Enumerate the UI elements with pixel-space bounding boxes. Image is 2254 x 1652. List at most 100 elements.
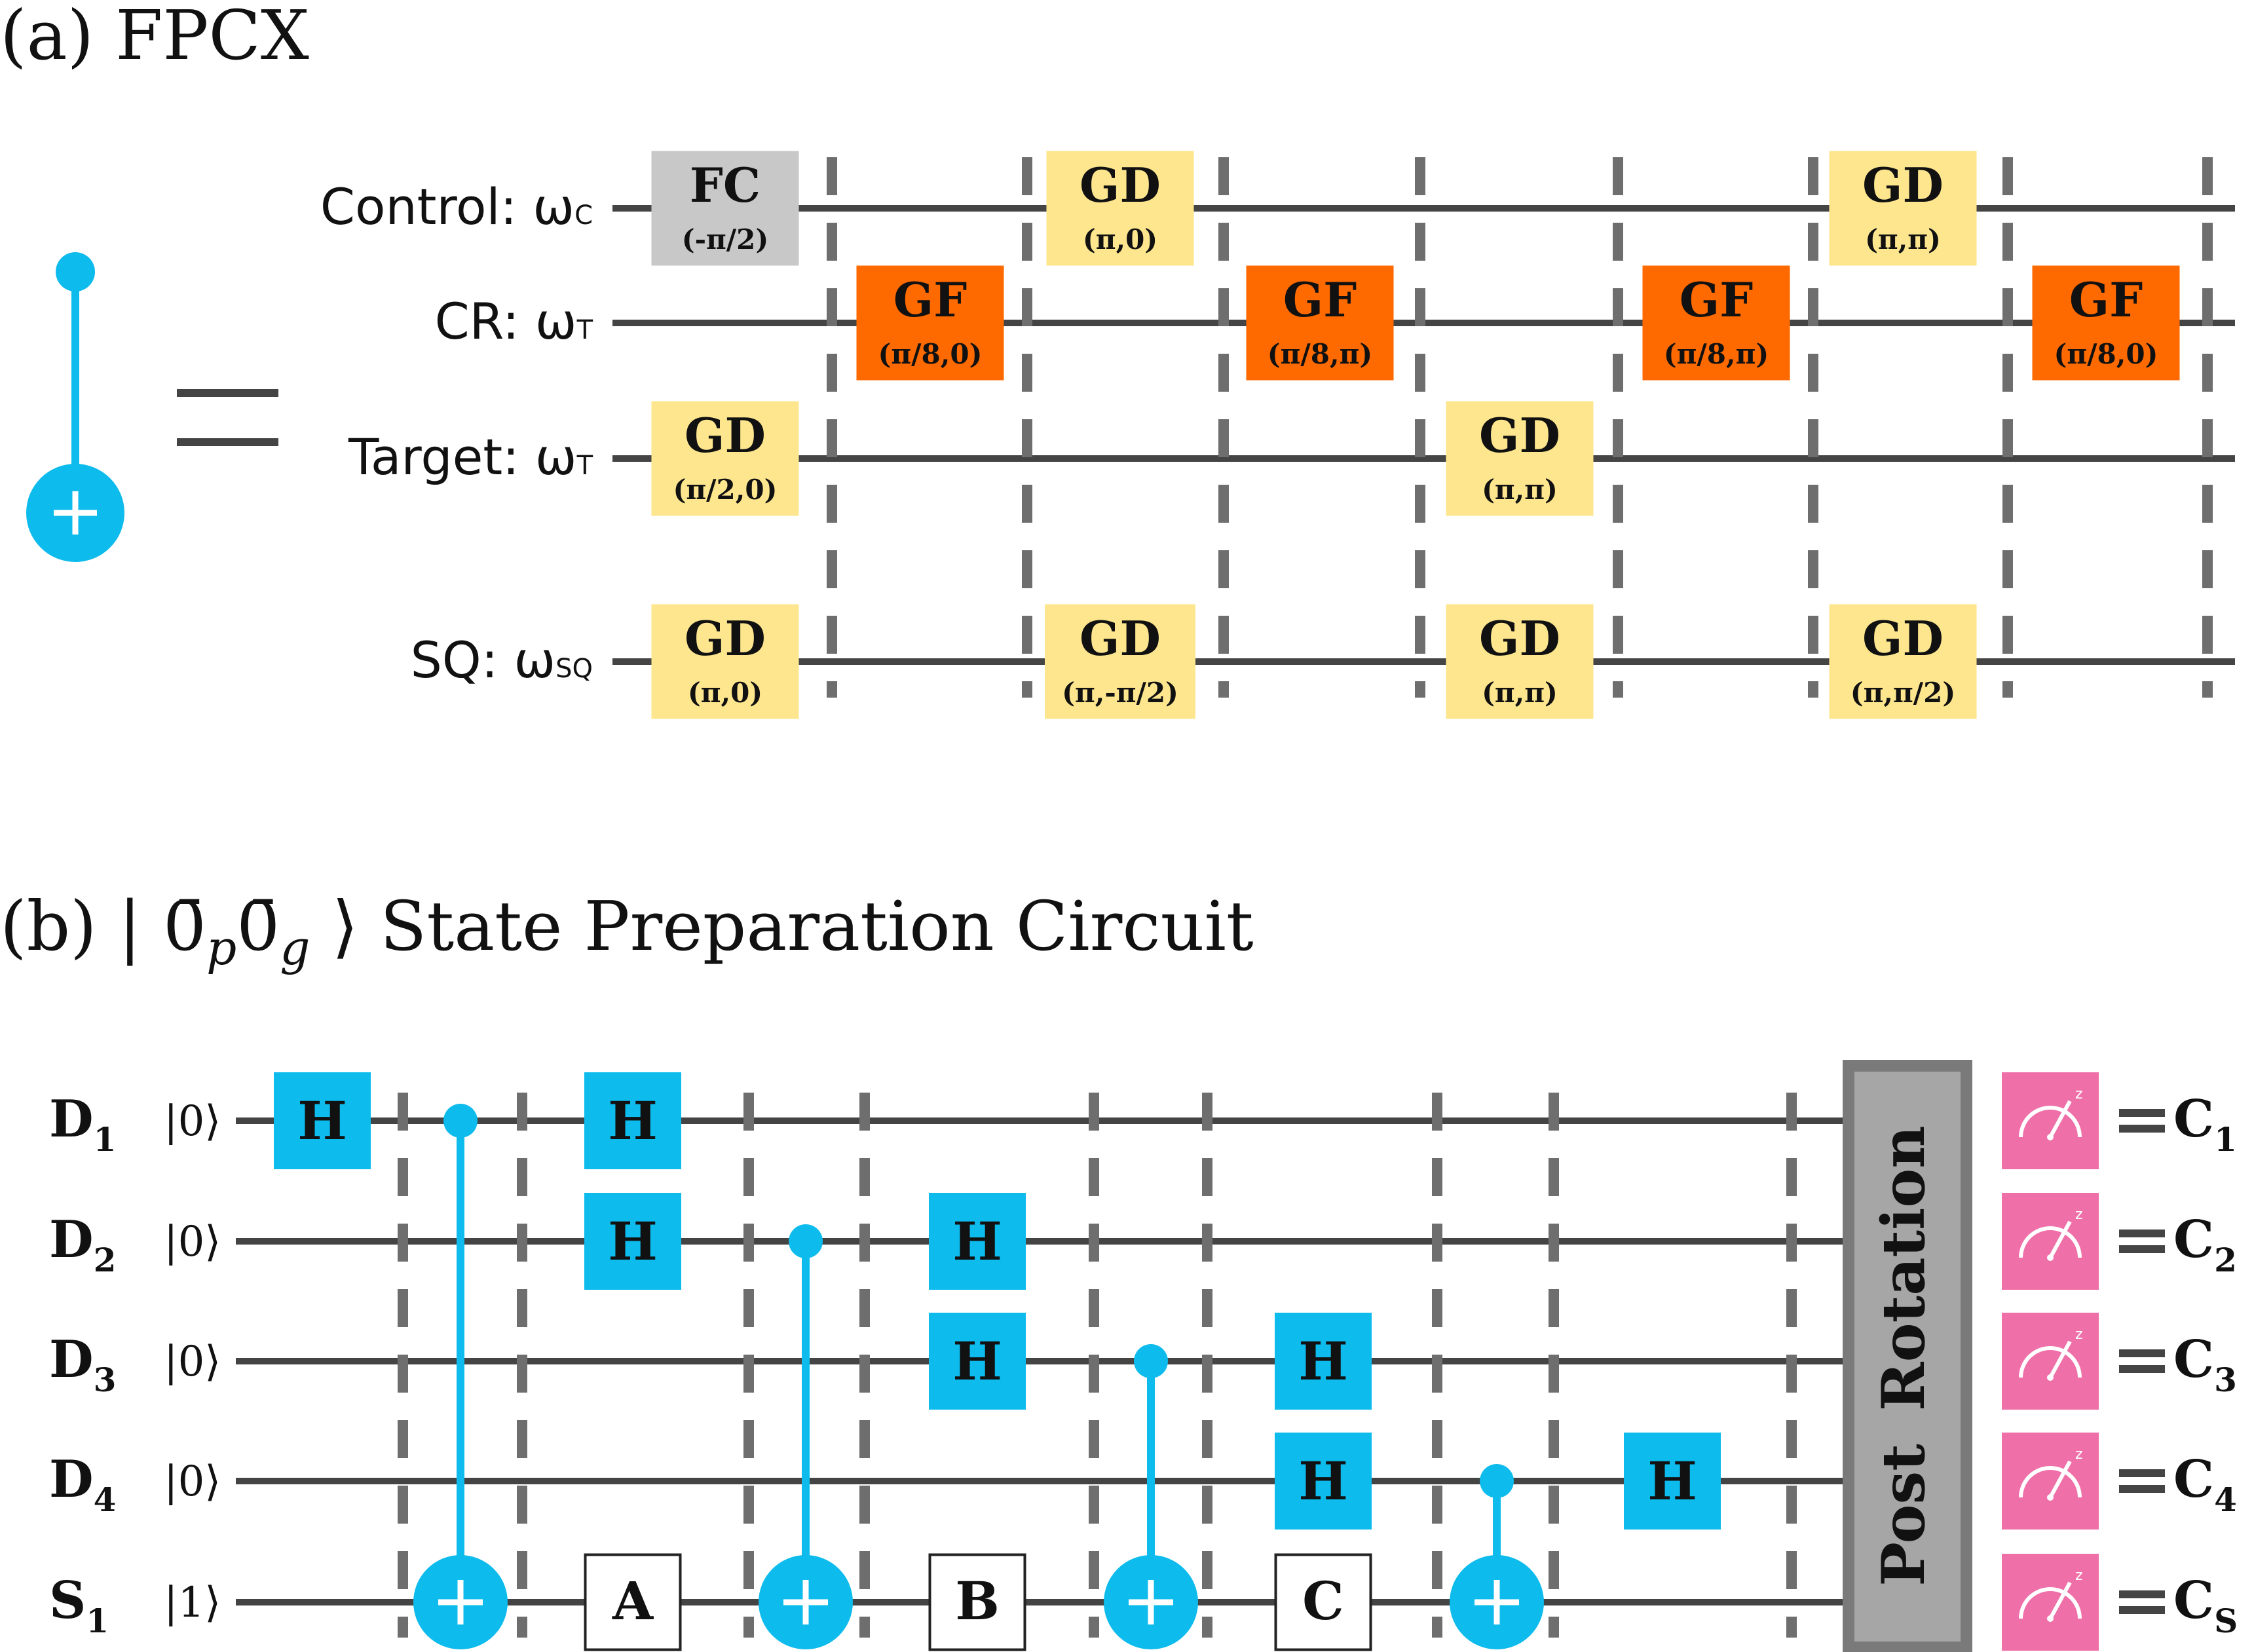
gd-gate: GD (π,π) [1446,401,1594,516]
gate-parameter: (π/8,0) [2054,338,2158,370]
gd-gate: GD (π,0) [651,604,799,719]
target-icon [759,1555,853,1649]
gf-gate: GF(π/8,0) [2032,265,2180,381]
panel-a-gates: FC(-π/2)GD(π/2,0)GD(π,0)GF(π/8,0)GD(π,0)… [651,151,2180,719]
gate-label: GF [893,272,967,328]
panel-a-fpcx: (a) FPCX FC(-π/2)GD(π/2,0)GD(π,0)GF(π/8,… [0,0,2235,719]
initial-state: |0⟩ [164,1338,221,1386]
classical-wire [2119,1230,2165,1253]
control-dot [1134,1344,1168,1378]
gate-label: GD [1862,610,1944,666]
hadamard-gate: H [1275,1433,1372,1530]
measurement-z-icon: z [2002,1193,2099,1290]
classical-output-label: C4 [2173,1450,2237,1519]
wire-label: CR: ωT [435,292,593,350]
gate-parameter: (π/8,π) [1268,338,1372,370]
wire-label: Control: ωC [320,178,593,236]
gate-label: H [1647,1450,1697,1512]
gate-label: H [608,1090,658,1152]
gd-gate: GD (π,π) [1829,151,1977,266]
gd-gate: GD(π,π) [1446,604,1594,719]
initial-state: |0⟩ [164,1097,221,1146]
svg-text:z: z [2075,1568,2083,1584]
initial-state: |1⟩ [164,1579,221,1627]
gate-parameter: (π/2,0) [673,474,778,506]
gate-label: GD [685,407,766,463]
cnot-gate-icon [26,252,124,562]
target-icon [1450,1555,1544,1649]
heading-zero-g: 0̄ [236,886,280,966]
gate-label: GD [1862,157,1944,213]
classical-wire [2119,1109,2165,1133]
control-dot [443,1104,478,1138]
measurement-z-icon: z [2002,1554,2099,1651]
unitary-box: A [584,1553,682,1651]
post-rotation-block: PostRotation [1843,1060,1972,1652]
gate-parameter: (π,π) [1865,223,1941,255]
classical-wire [2119,1590,2165,1614]
cnot-gate [759,1224,853,1649]
svg-text:z: z [2075,1207,2083,1223]
gate-parameter: (π,0) [1083,223,1157,255]
gate-label: GD [1479,407,1560,463]
gate-label: H [1298,1450,1348,1512]
gate-label: H [952,1211,1002,1272]
box-label: A [612,1570,654,1632]
qubit-label: S1 [49,1571,109,1640]
gate-parameter: (π/8,π) [1664,338,1769,370]
heading-prefix: (b) | [0,886,163,966]
gate-label: GD [1080,157,1161,213]
gate-label: GD [685,610,766,666]
cnot-gate [413,1104,508,1649]
initial-state: |0⟩ [164,1218,221,1266]
classical-output-label: C3 [2173,1330,2237,1399]
qubit-label: D1 [49,1089,116,1159]
gd-gate: GD (π,0) [1046,151,1194,266]
gd-gate: GD (π/2,0) [651,401,799,516]
gate-parameter: (π/8,0) [878,338,983,370]
panel-a-heading: (a) FPCX [0,0,309,75]
gf-gate: GF (π/8,π) [1642,265,1790,381]
gate-parameter: (-π/2) [682,223,768,255]
gate-label: H [952,1330,1002,1392]
panel-b-wires [236,1117,1849,1605]
qubit-label: D2 [49,1210,116,1279]
control-dot [1480,1464,1514,1498]
gf-gate: GF(π/8,π) [1246,265,1394,381]
measurement-z-icon: z [2002,1433,2099,1530]
classical-output-label: C2 [2173,1210,2237,1279]
qubit-label: D4 [49,1450,116,1519]
panel-b-qubit-labels: D1|0⟩D2|0⟩D3|0⟩D4|0⟩S1|1⟩ [49,1089,221,1640]
gate-label: H [1298,1330,1348,1392]
heading-zero-p: 0̄ [163,886,206,966]
hadamard-gate: H [274,1072,371,1169]
gd-gate: GD(π,-π/2) [1045,604,1195,719]
gd-gate: GD(π,π/2) [1829,604,1977,719]
panel-b-state-preparation: (b) | 0̄p0̄g ⟩ State Preparation Circuit… [0,886,2238,1652]
measurement-z-icon: z [2002,1072,2099,1169]
svg-text:z: z [2075,1086,2083,1102]
panel-b-barriers [398,1093,1797,1638]
panel-b-heading: (b) | 0̄p0̄g ⟩ State Preparation Circuit [0,886,1254,975]
cnot-gate [1104,1344,1198,1649]
gate-parameter: (π,π) [1482,474,1558,506]
qubit-label: D3 [49,1330,116,1399]
hadamard-gate: H [1275,1313,1372,1410]
unitary-box: B [928,1553,1026,1651]
gate-parameter: (π,0) [688,677,762,709]
hadamard-gate: H [584,1193,681,1290]
hadamard-gate: H [584,1072,681,1169]
classical-output-label: CS [2173,1571,2238,1640]
control-dot [789,1224,823,1258]
target-icon [413,1555,508,1649]
unitary-box: C [1274,1553,1372,1651]
fc-gate: FC(-π/2) [651,151,799,266]
gate-label: GF [1680,272,1754,328]
hadamard-gate: H [1624,1433,1721,1530]
target-icon [1104,1555,1198,1649]
gate-label: GD [1080,610,1161,666]
cnot-gate [1450,1464,1544,1649]
